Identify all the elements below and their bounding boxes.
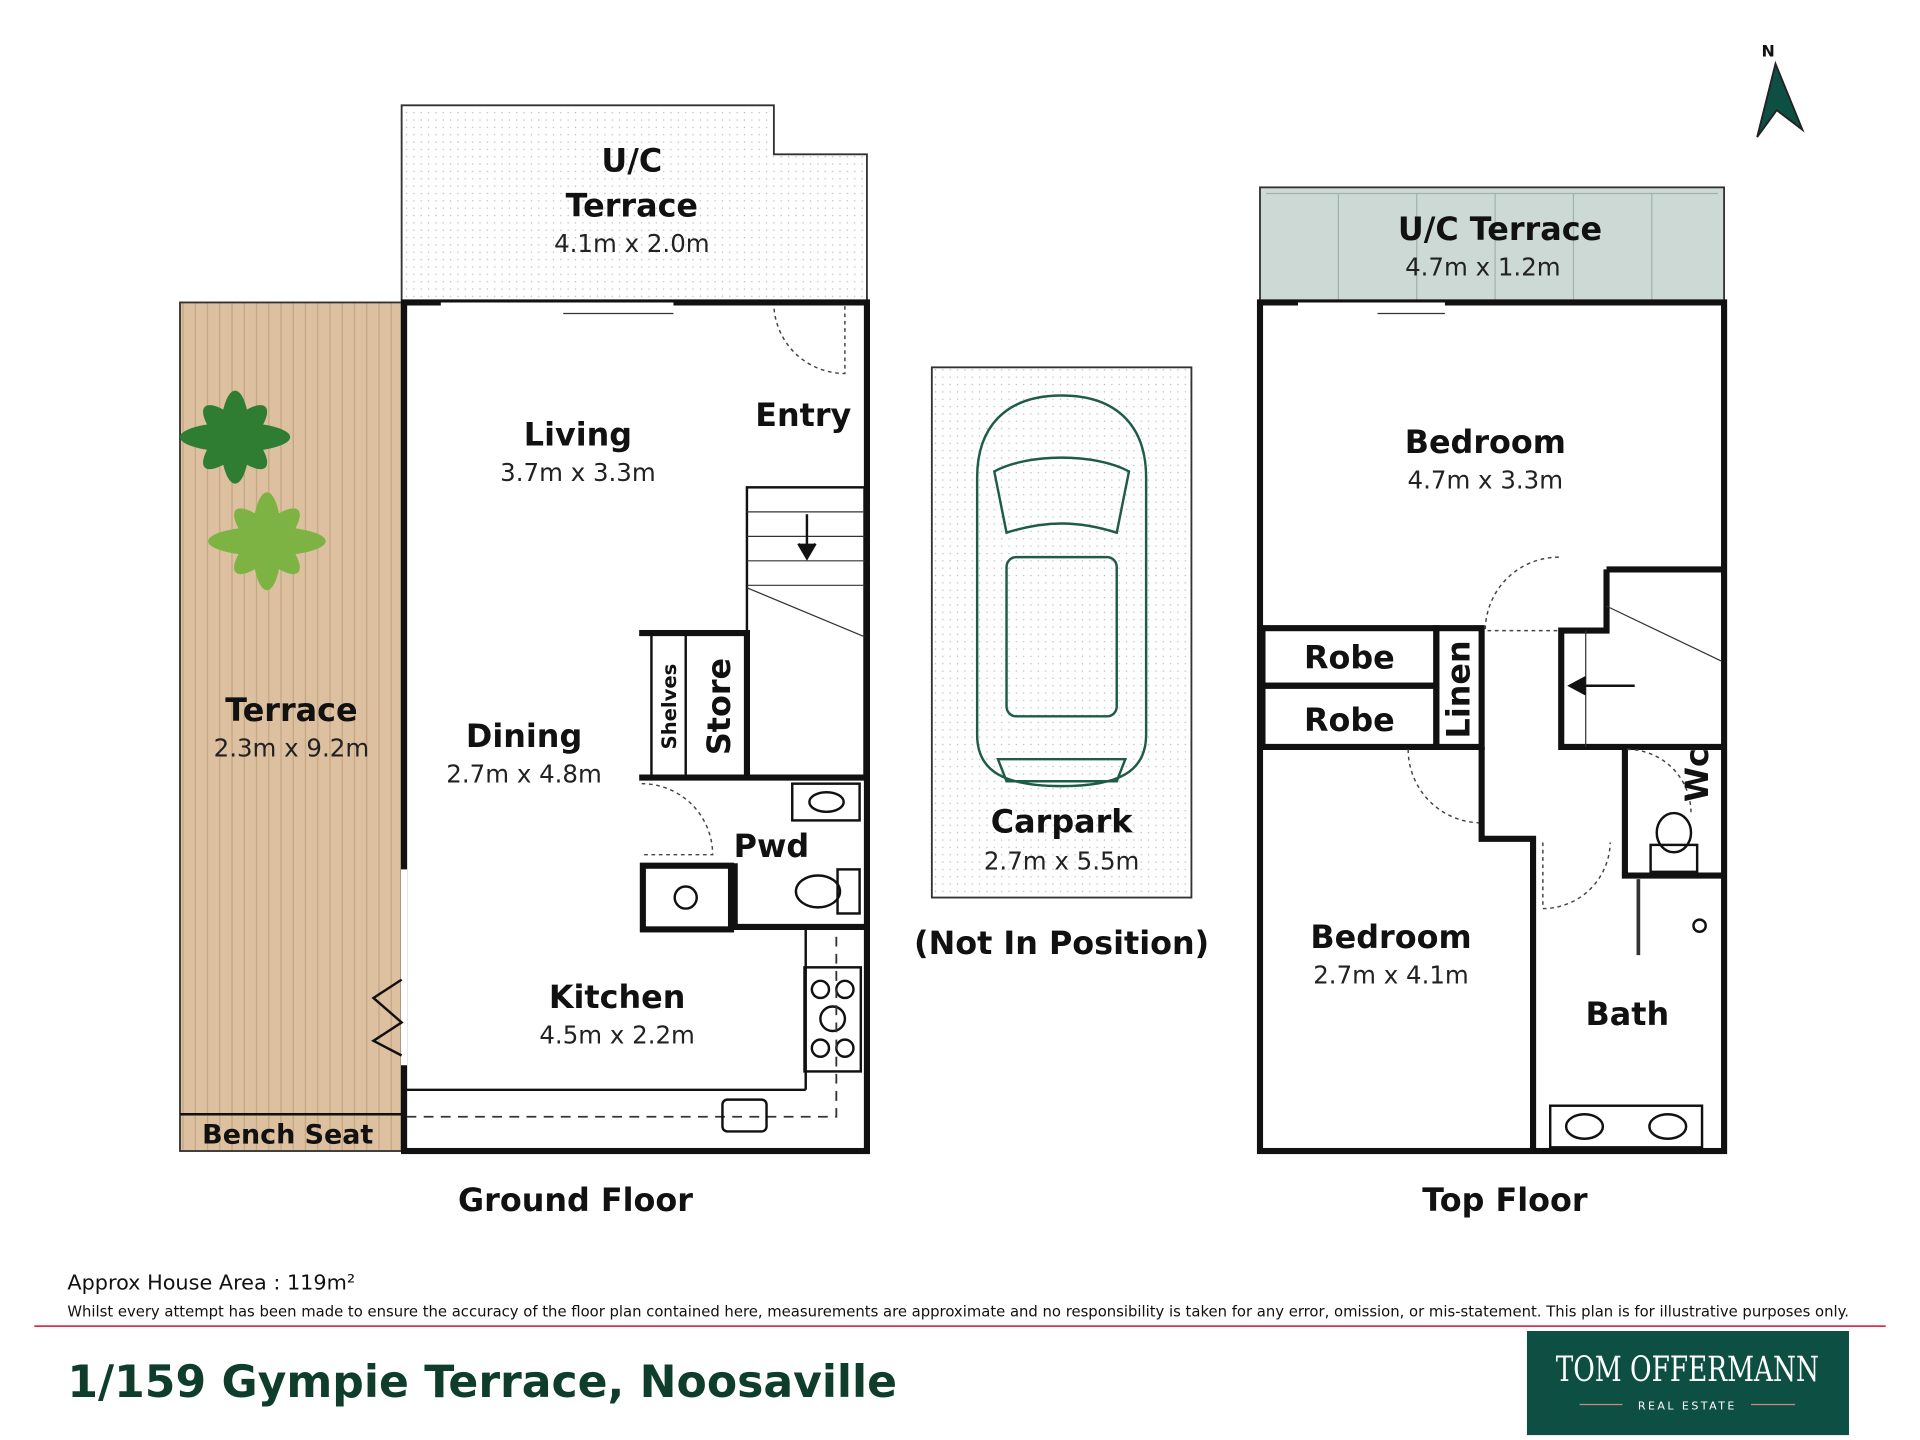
plant-icon (180, 390, 326, 591)
room-label: 2.7m x 4.8m (446, 759, 602, 788)
ground-floor-title: Ground Floor (458, 1181, 693, 1219)
disclaimer: Whilst every attempt has been made to en… (67, 1302, 1849, 1320)
north-arrow-icon: N (1756, 41, 1805, 138)
room-label: 2.7m x 4.1m (1313, 960, 1469, 989)
brand-logo: TOM OFFERMANN REAL ESTATE (1526, 1331, 1849, 1436)
top-floor: U/C Terrace 4.7m x 1.2m Bedroom 4.7m x 3… (1256, 186, 1728, 1219)
room-label: Terrace (566, 187, 698, 225)
room-label: Living (524, 416, 632, 454)
carpark: Carpark 2.7m x 5.5m (Not In Position) (914, 366, 1209, 962)
room-label: 2.7m x 5.5m (984, 846, 1140, 875)
ground-floor: U/C Terrace 4.1m x 2.0m Living 3.7m x 3.… (179, 104, 870, 1219)
room-label: 4.5m x 2.2m (539, 1020, 695, 1049)
logo-name: TOM OFFERMANN (1556, 1350, 1819, 1390)
room-label: Bedroom (1310, 918, 1471, 956)
room-label: Bench Seat (202, 1120, 373, 1151)
room-label: Robe (1304, 639, 1395, 677)
room-label: 4.1m x 2.0m (554, 229, 710, 258)
uc-terrace-top (1259, 186, 1725, 304)
room-label: 4.7m x 1.2m (1405, 253, 1561, 282)
room-label: Bath (1586, 995, 1670, 1033)
room-label: 4.7m x 3.3m (1408, 466, 1564, 495)
room-label: U/C Terrace (1398, 210, 1602, 248)
room-label: Wc (1678, 748, 1716, 802)
car-icon (975, 394, 1148, 788)
room-label: N (1762, 41, 1775, 60)
room-label: U/C (601, 141, 662, 179)
room-label: 3.7m x 3.3m (500, 458, 656, 487)
top-floor-title: Top Floor (1422, 1181, 1588, 1219)
room-label: Linen (1439, 640, 1477, 738)
room-label: Shelves (658, 664, 681, 750)
room-label: 2.3m x 9.2m (214, 734, 370, 763)
room-label: (Not In Position) (914, 924, 1209, 962)
room-label: Bedroom (1405, 423, 1566, 461)
logo-sub: REAL ESTATE (1638, 1399, 1737, 1412)
room-label: Terrace (225, 691, 357, 729)
room-label: Pwd (734, 827, 810, 865)
room-label: Carpark (991, 803, 1133, 841)
room-label: Dining (466, 717, 582, 755)
room-label: Store (700, 658, 738, 755)
room-label: Robe (1304, 701, 1395, 739)
room-label: Kitchen (549, 978, 686, 1016)
room-label: Entry (755, 396, 851, 434)
property-address: 1/159 Gympie Terrace, Noosaville (67, 1357, 897, 1408)
house-area: Approx House Area : 119m² (67, 1270, 355, 1294)
